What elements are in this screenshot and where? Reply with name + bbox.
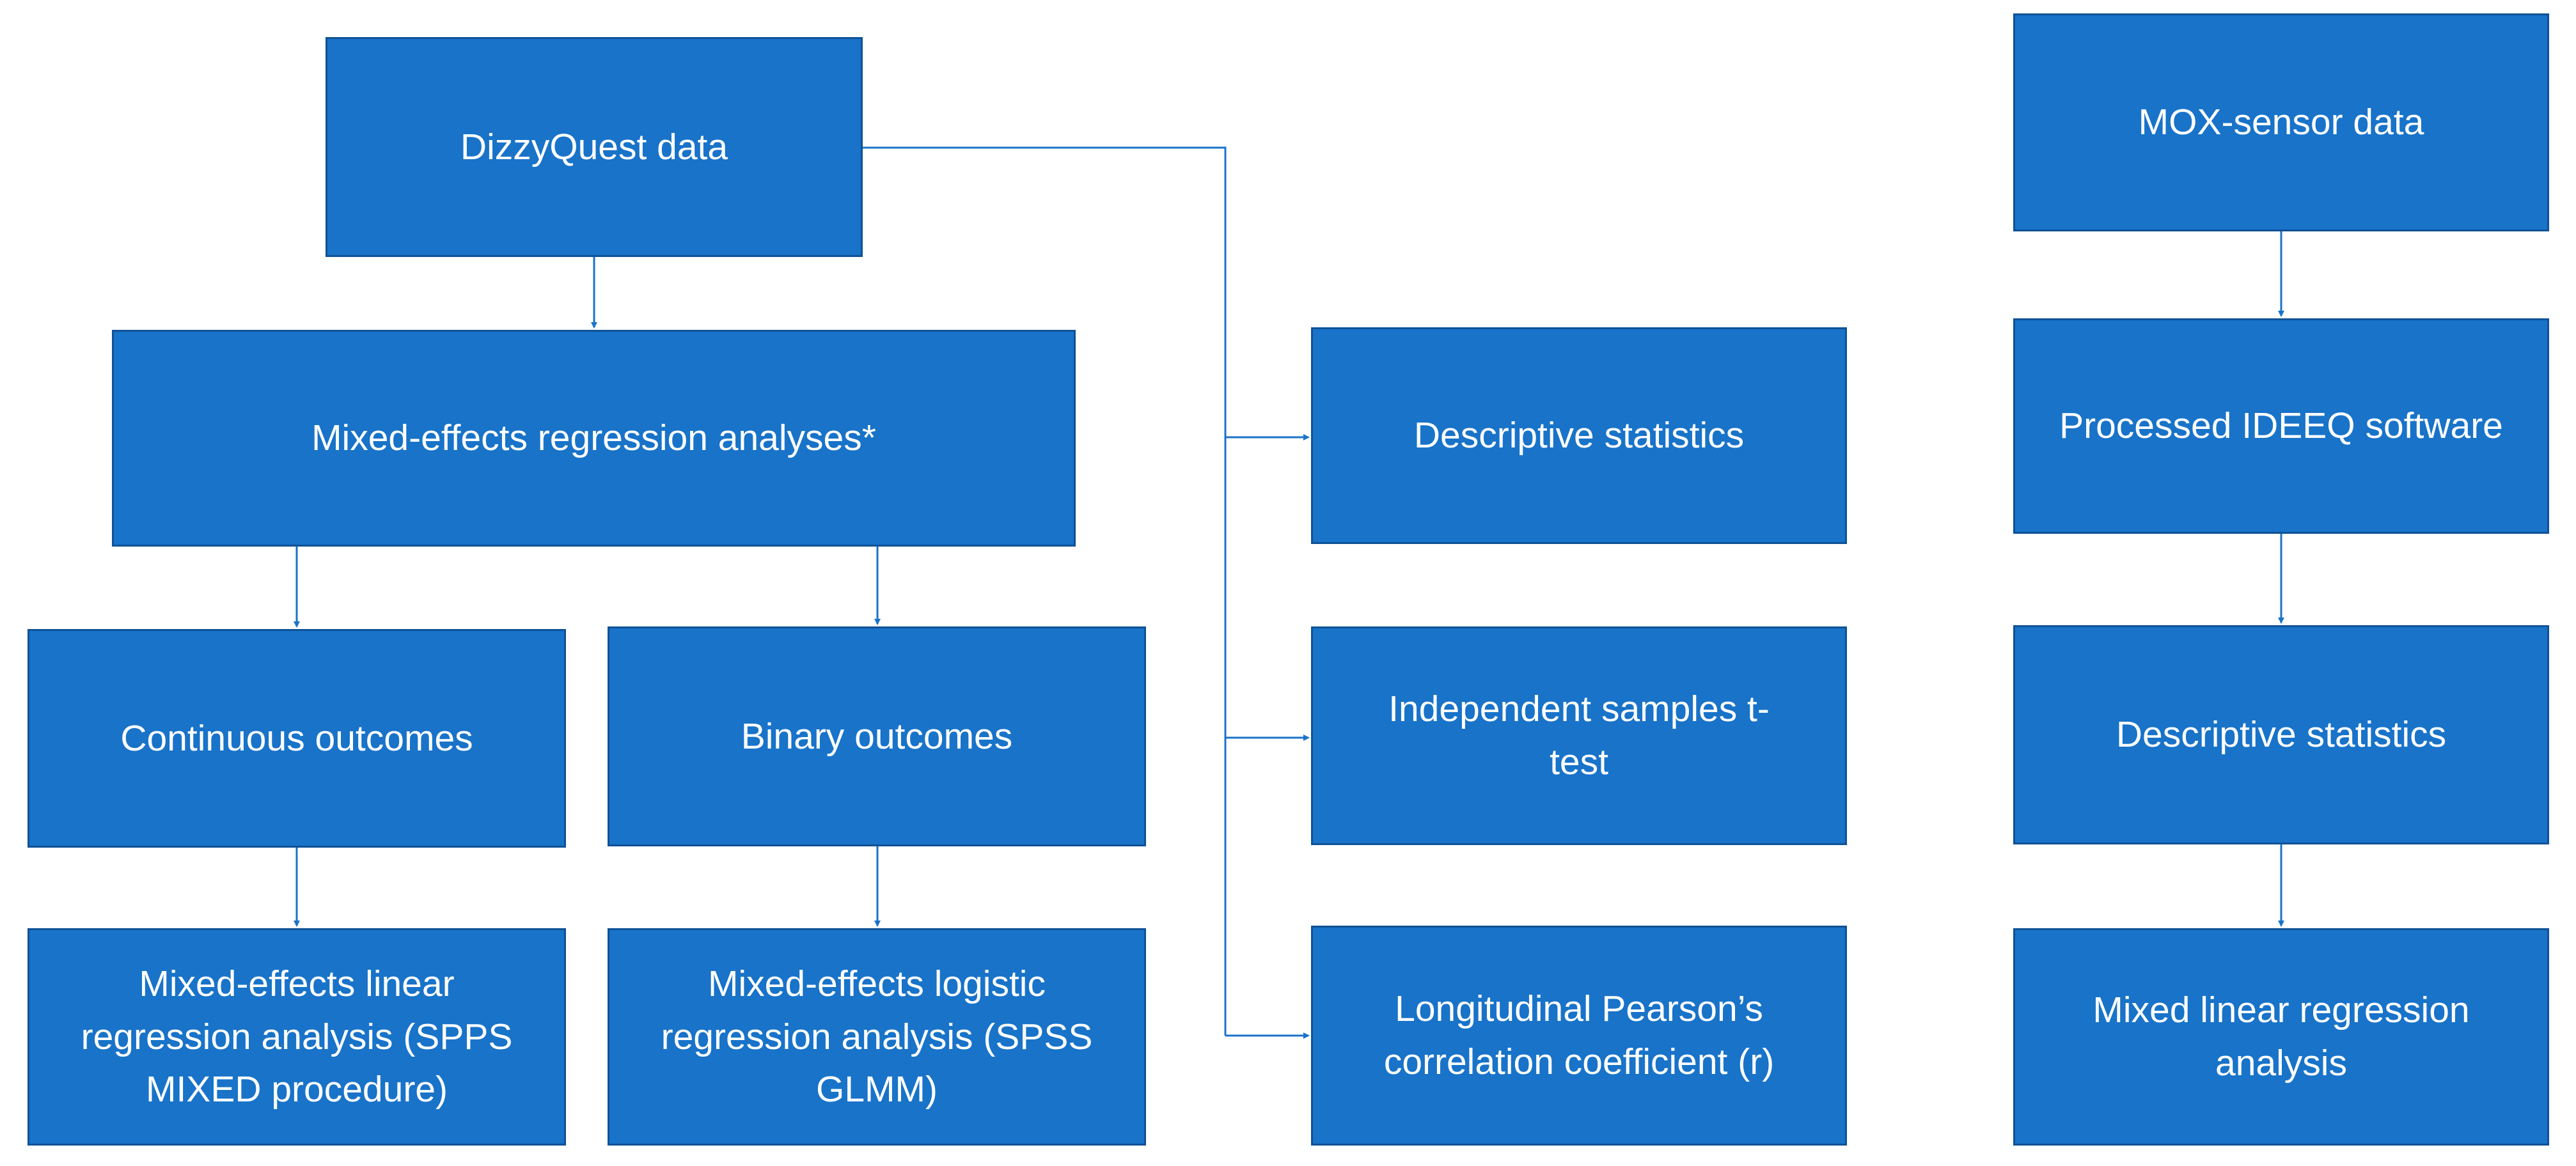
node-descriptive-statistics-right: Descriptive statistics — [2013, 625, 2549, 844]
node-ideeq-label: Processed IDEEQ software — [2059, 405, 2503, 447]
connector-dizzyquest-trunk — [863, 146, 1227, 1036]
node-processed-ideeq: Processed IDEEQ software — [2013, 318, 2549, 534]
node-ttest-label: Independent samples t- test — [1388, 688, 1770, 782]
node-mixed-linear-regression: Mixed linear regression analysis — [2013, 928, 2549, 1146]
node-pearson-label: Longitudinal Pearson’s correlation coeff… — [1383, 988, 1775, 1082]
node-dizzyquest-data: DizzyQuest data — [326, 37, 863, 257]
node-dizzyquest-label: DizzyQuest data — [460, 126, 728, 167]
node-mox-sensor-data: MOX-sensor data — [2013, 13, 2549, 231]
node-binary-label: Binary outcomes — [741, 715, 1013, 757]
node-continuous-label: Continuous outcomes — [120, 717, 473, 759]
node-linear-label: Mixed-effects linear regression analysis… — [81, 963, 513, 1110]
node-descriptive-right-label: Descriptive statistics — [2116, 714, 2447, 756]
node-mixed-effects-regression: Mixed-effects regression analyses* — [112, 330, 1076, 547]
node-longitudinal-pearson: Longitudinal Pearson’s correlation coeff… — [1311, 926, 1847, 1146]
node-descriptive-statistics-left: Descriptive statistics — [1311, 327, 1847, 544]
node-mixed-effects-logistic: Mixed-effects logistic regression analys… — [608, 928, 1146, 1146]
node-continuous-outcomes: Continuous outcomes — [27, 629, 566, 848]
node-descriptive-left-label: Descriptive statistics — [1413, 415, 1745, 456]
node-logistic-label: Mixed-effects logistic regression analys… — [661, 963, 1093, 1110]
node-mixed-effects-linear: Mixed-effects linear regression analysis… — [27, 928, 566, 1146]
node-mox-label: MOX-sensor data — [2138, 102, 2424, 143]
node-mixed-linear-label: Mixed linear regression analysis — [2093, 990, 2470, 1084]
node-mixed-effects-label: Mixed-effects regression analyses* — [311, 417, 876, 459]
node-binary-outcomes: Binary outcomes — [608, 626, 1146, 846]
node-independent-ttest: Independent samples t- test — [1311, 626, 1847, 845]
